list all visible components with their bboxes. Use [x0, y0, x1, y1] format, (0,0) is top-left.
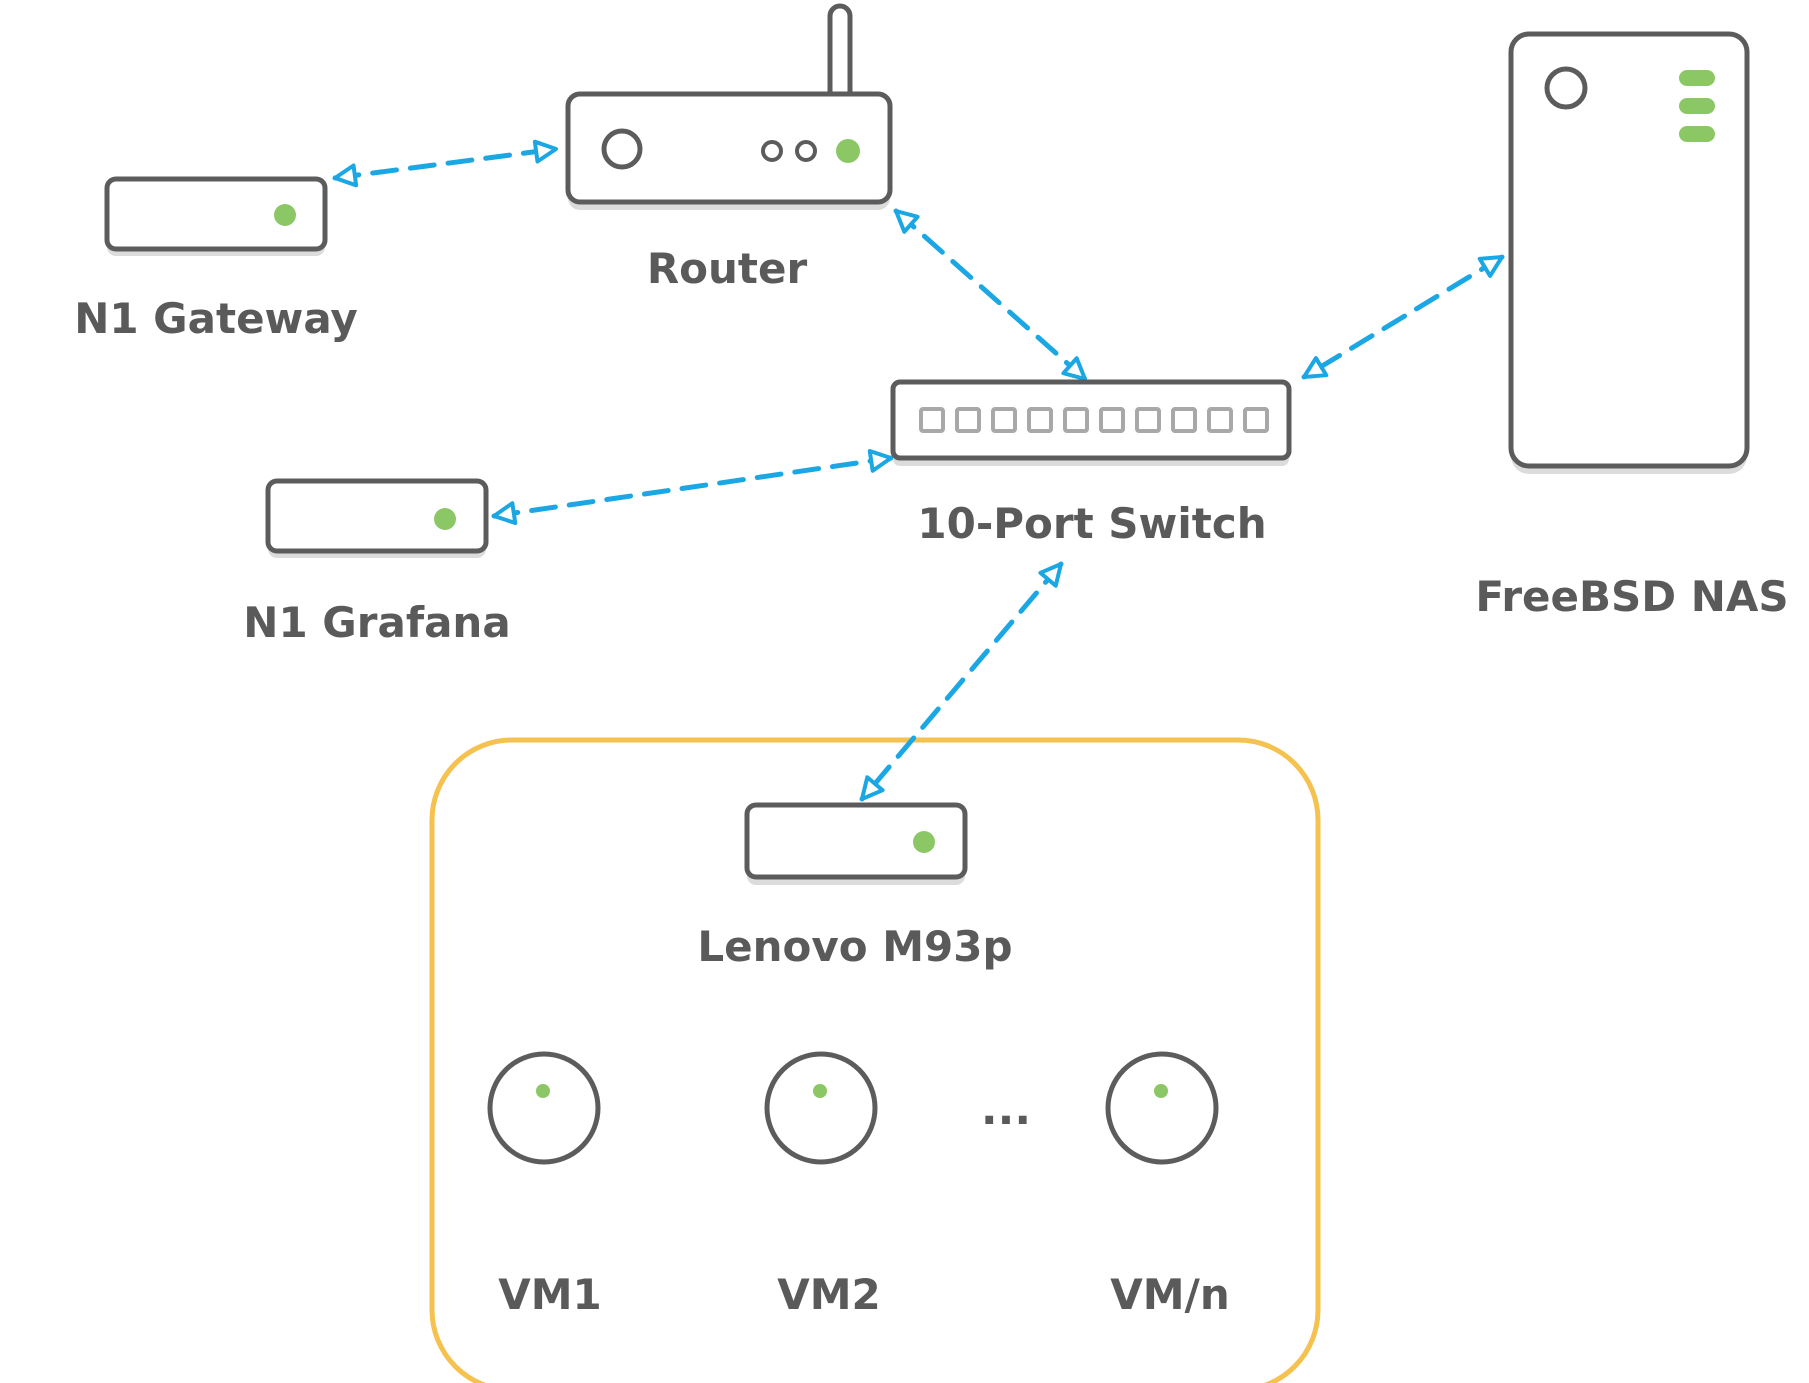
lenovo-status-led — [913, 831, 935, 853]
vm-icon — [487, 1051, 601, 1165]
router-device — [565, 3, 893, 210]
switch-port-7 — [1135, 407, 1161, 433]
switch-port-10 — [1243, 407, 1269, 433]
router-indicator-2 — [795, 140, 817, 162]
link-router-switch — [893, 208, 1088, 382]
router-power-button — [601, 128, 643, 170]
nas-body — [1508, 31, 1750, 469]
vm-icon — [764, 1051, 878, 1165]
router-antenna — [827, 3, 853, 109]
router-indicator-1 — [761, 140, 783, 162]
switch-device — [890, 379, 1292, 466]
network-links — [332, 139, 1505, 802]
lenovo-device — [744, 802, 968, 885]
switch-port-3 — [991, 407, 1017, 433]
vm-status-led — [1154, 1084, 1168, 1098]
switch-port-6 — [1099, 407, 1125, 433]
nas-power-button — [1544, 66, 1588, 110]
nas-drive-led-2 — [1679, 98, 1715, 114]
nas-drive-led-1 — [1679, 70, 1715, 86]
router-body — [565, 91, 893, 205]
vm-ellipsis: ... — [981, 1084, 1031, 1135]
vm-1-label: VM1 — [498, 1270, 602, 1319]
link-grafana-switch — [491, 448, 894, 526]
switch-port-9 — [1207, 407, 1233, 433]
gateway-label: N1 Gateway — [74, 294, 358, 343]
vm-status-led — [813, 1084, 827, 1098]
grafana-status-led — [434, 508, 456, 530]
vm-2-label: VM2 — [777, 1270, 881, 1319]
switch-port-8 — [1171, 407, 1197, 433]
vm-n — [1105, 1051, 1219, 1165]
nas-device — [1508, 31, 1750, 474]
gateway-device — [104, 176, 328, 256]
grafana-device — [265, 478, 489, 558]
vm-1 — [487, 1051, 601, 1165]
switch-label: 10-Port Switch — [917, 499, 1266, 548]
router-label: Router — [647, 244, 808, 293]
grafana-body — [265, 478, 489, 554]
grafana-label: N1 Grafana — [243, 598, 510, 647]
nas-drive-led-3 — [1679, 126, 1715, 142]
lenovo-label: Lenovo M93p — [697, 922, 1012, 971]
link-nas-switch — [1301, 254, 1505, 380]
vm-n-label: VM/n — [1110, 1270, 1230, 1319]
switch-port-4 — [1027, 407, 1053, 433]
gateway-status-led — [274, 204, 296, 226]
vm-icon — [1105, 1051, 1219, 1165]
router-status-led — [836, 139, 860, 163]
switch-ports — [919, 407, 1269, 433]
switch-port-1 — [919, 407, 945, 433]
switch-body — [890, 379, 1292, 461]
link-gateway-router — [332, 139, 559, 188]
switch-port-2 — [955, 407, 981, 433]
switch-port-5 — [1063, 407, 1089, 433]
vm-status-led — [536, 1084, 550, 1098]
link-switch-lenovo — [859, 561, 1064, 802]
lenovo-body — [744, 802, 968, 880]
gateway-body — [104, 176, 328, 252]
nas-label: FreeBSD NAS — [1475, 572, 1788, 621]
vm-2 — [764, 1051, 878, 1165]
